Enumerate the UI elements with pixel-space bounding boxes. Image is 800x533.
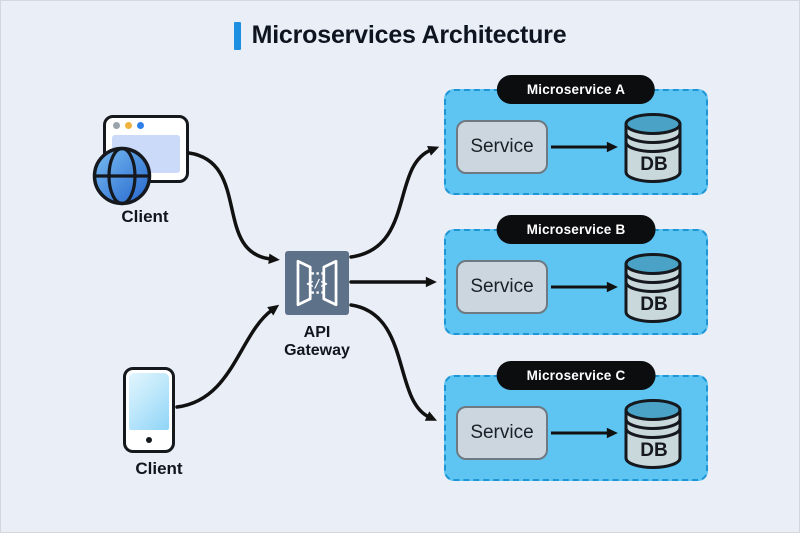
database-icon: DB — [624, 113, 682, 183]
api-gateway-label-line1: API — [303, 324, 331, 341]
service-to-db-arrow — [551, 141, 618, 153]
gateway-to-service-a-arrow — [349, 145, 440, 259]
client-label: Client — [135, 459, 183, 478]
mobile-client: Client — [97, 363, 221, 481]
db-label: DB — [640, 294, 667, 315]
client-label: Client — [121, 207, 169, 226]
api-gateway: </> API Gateway — [267, 251, 367, 360]
service-box: Service — [456, 260, 548, 314]
api-gateway-label-line2: Gateway — [284, 342, 350, 359]
globe-icon — [92, 146, 152, 206]
code-gateway-glyph: </> — [296, 259, 338, 307]
svg-text:</>: </> — [306, 277, 327, 291]
database-icon: DB — [624, 399, 682, 469]
phone-screen — [129, 373, 169, 430]
phone-home-button — [146, 437, 152, 443]
title-accent-bar — [233, 21, 241, 50]
service-to-db-arrow — [551, 427, 618, 439]
api-gateway-label: API Gateway — [267, 324, 367, 360]
diagram-title-row: Microservices Architecture — [1, 21, 799, 50]
service-box: Service — [456, 406, 548, 460]
microservice-c-badge: Microservice C — [496, 361, 656, 390]
service-box: Service — [456, 120, 548, 174]
db-label: DB — [640, 154, 667, 175]
microservice-b-badge: Microservice B — [496, 215, 656, 244]
microservice-panel-c: Microservice C Service DB — [444, 361, 708, 481]
smartphone-icon — [123, 367, 175, 453]
microservice-panel-b: Microservice B Service DB — [444, 215, 708, 335]
db-label: DB — [640, 440, 667, 461]
database-icon: DB — [624, 253, 682, 323]
api-gateway-icon: </> — [285, 251, 349, 315]
browser-client: Client — [83, 109, 207, 229]
service-to-db-arrow — [551, 281, 618, 293]
browser-window-dots — [113, 122, 144, 129]
page-title: Microservices Architecture — [251, 21, 567, 49]
microservice-panel-a: Microservice A Service DB — [444, 75, 708, 195]
microservice-a-badge: Microservice A — [496, 75, 656, 104]
